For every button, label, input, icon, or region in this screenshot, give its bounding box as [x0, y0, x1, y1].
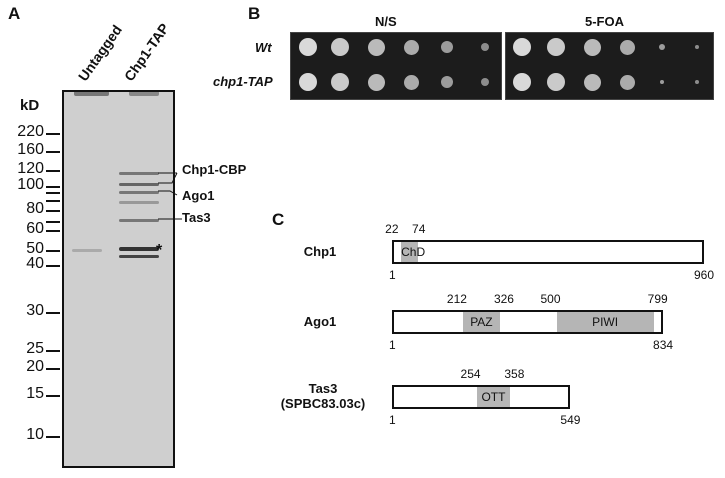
yeast-spot — [547, 38, 565, 56]
yeast-spot — [695, 80, 699, 84]
marker-tick — [46, 230, 60, 232]
marker-tick — [46, 200, 60, 202]
yeast-spot — [583, 73, 601, 91]
yeast-spot — [441, 76, 453, 88]
domain-end-label: 326 — [493, 292, 514, 306]
length-label: 960 — [694, 268, 715, 282]
yeast-spot — [481, 43, 489, 51]
start-position-label: 1 — [389, 338, 396, 352]
marker-tick — [46, 186, 60, 188]
yeast-spot — [367, 38, 385, 56]
annotation-chp1-cbp: Chp1-CBP — [182, 162, 247, 177]
domain-start-label: 500 — [540, 292, 561, 306]
marker-tick — [46, 170, 60, 172]
marker-tick — [46, 221, 60, 223]
panel-a-label: A — [8, 4, 21, 23]
marker-tick — [46, 210, 60, 212]
yeast-spot — [695, 45, 699, 49]
protein-name: Tas3(SPBC83.03c) — [280, 381, 366, 411]
marker-label: 25 — [26, 340, 44, 357]
marker-tick — [46, 192, 60, 194]
marker-label: 160 — [17, 141, 44, 158]
marker-tick — [46, 368, 60, 370]
strain-label-wt: Wt — [255, 40, 272, 55]
domain-chd: ChD — [401, 242, 425, 262]
marker-label: 60 — [26, 220, 44, 237]
domain-ott: OTT — [476, 387, 511, 407]
yeast-spot — [441, 41, 453, 53]
marker-tick — [46, 436, 60, 438]
annotation-asterisk: * — [156, 242, 163, 259]
marker-label: 100 — [17, 176, 44, 193]
yeast-spot — [331, 38, 349, 56]
domain-paz: PAZ — [462, 312, 500, 332]
yeast-spot — [513, 38, 531, 56]
yeast-spot — [619, 74, 635, 90]
marker-label: 30 — [26, 302, 44, 319]
marker-tick — [46, 133, 60, 135]
domain-piwi: PIWI — [556, 312, 654, 332]
protein-name: Chp1 — [303, 244, 337, 259]
start-position-label: 1 — [389, 413, 396, 427]
marker-label: 80 — [26, 200, 44, 217]
marker-tick — [46, 265, 60, 267]
annotation-ago1: Ago1 — [182, 188, 215, 203]
marker-label: 220 — [17, 123, 44, 140]
lane-label-chp1-tap: Chp1-TAP — [120, 20, 173, 84]
domain-end-label: 74 — [412, 222, 426, 236]
strain-label-chp1-tap: chp1-TAP — [213, 74, 273, 89]
plate-label-ns: N/S — [375, 14, 397, 29]
plate-5foa — [505, 32, 714, 100]
protein-name: Ago1 — [303, 314, 337, 329]
yeast-spot — [547, 73, 565, 91]
yeast-spot — [367, 73, 385, 91]
protein-bar: PAZ PIWI — [392, 310, 664, 334]
yeast-spot — [583, 38, 601, 56]
yeast-spot — [403, 39, 419, 55]
yeast-spot — [299, 38, 317, 56]
yeast-spot — [660, 80, 664, 84]
marker-label: 15 — [26, 385, 44, 402]
start-position-label: 1 — [389, 268, 396, 282]
marker-label: 10 — [26, 426, 44, 443]
annotation-tas3: Tas3 — [182, 210, 211, 225]
protein-bar: OTT — [392, 385, 571, 409]
yeast-spot — [331, 73, 349, 91]
marker-label: 40 — [26, 255, 44, 272]
yeast-spot — [299, 73, 317, 91]
length-label: 549 — [560, 413, 581, 427]
yeast-spot — [619, 39, 635, 55]
marker-tick — [46, 250, 60, 252]
marker-label: 20 — [26, 358, 44, 375]
protein-bar: ChD — [392, 240, 704, 264]
panel-b-label: B — [248, 4, 261, 23]
marker-tick — [46, 395, 60, 397]
annotation-lines — [158, 172, 182, 220]
domain-start-label: 22 — [385, 222, 399, 236]
marker-label: 120 — [17, 160, 44, 177]
yeast-spot — [481, 78, 489, 86]
marker-tick — [46, 350, 60, 352]
yeast-spot — [659, 44, 665, 50]
marker-label: 50 — [26, 240, 44, 257]
plate-label-5foa: 5-FOA — [585, 14, 624, 29]
length-label: 834 — [653, 338, 674, 352]
lane-label-untagged: Untagged — [74, 21, 126, 85]
domain-end-label: 799 — [647, 292, 668, 306]
domain-start-label: 254 — [460, 367, 481, 381]
yeast-spot — [513, 73, 531, 91]
plate-ns — [290, 32, 502, 100]
domain-end-label: 358 — [504, 367, 525, 381]
yeast-spot — [403, 74, 419, 90]
gel-image — [62, 90, 175, 468]
marker-tick — [46, 312, 60, 314]
kd-unit-label: kD — [20, 97, 40, 114]
domain-start-label: 212 — [446, 292, 467, 306]
marker-tick — [46, 151, 60, 153]
panel-c-label: C — [272, 210, 285, 229]
